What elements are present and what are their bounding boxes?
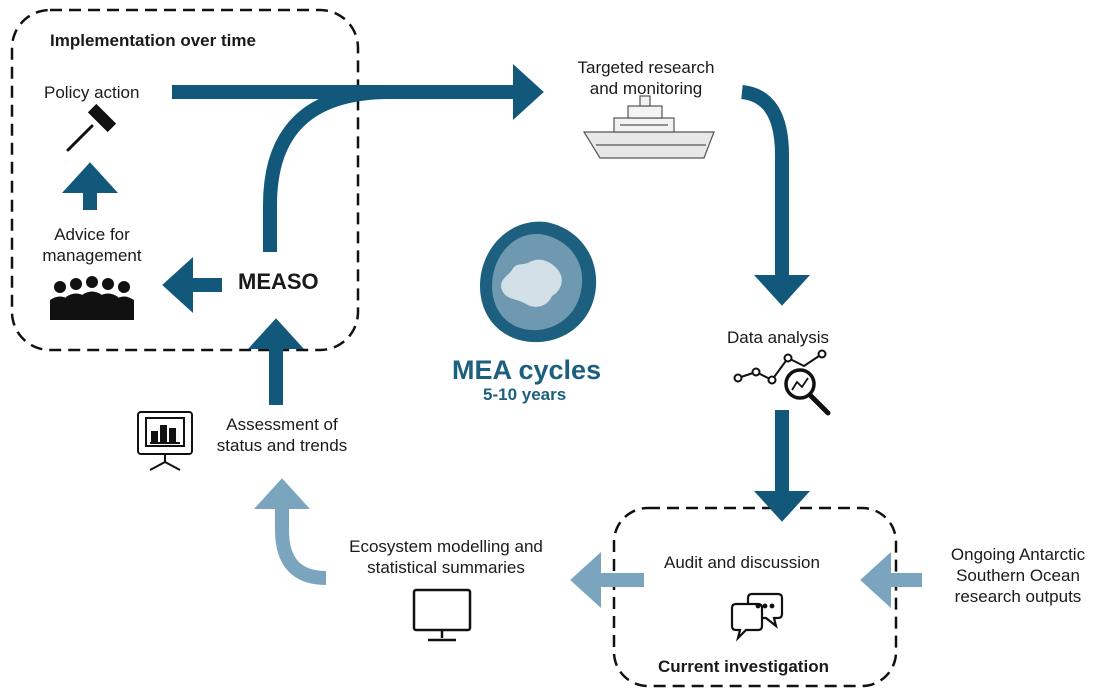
research-line1: Targeted research [577,58,715,77]
implementation-box [10,8,360,352]
research-label: Targeted research and monitoring [562,57,730,99]
computer-monitor-icon [412,588,472,642]
mea-cycles-title: MEA cycles [452,355,602,385]
people-icon [50,276,134,320]
advice-line2: management [42,246,142,265]
modelling-label: Ecosystem modelling and statistical summ… [330,536,562,578]
advice-line1: Advice for [54,225,130,244]
audit-label: Audit and discussion [664,553,820,572]
antarctica-map-icon [480,221,597,343]
assessment-label: Assessment of status and trends [204,414,360,456]
ongoing-line3: research outputs [954,587,1082,606]
research-line2: and monitoring [589,79,703,98]
arrow-measo-to-research [263,85,391,252]
data-analysis-label: Data analysis [727,328,830,347]
chat-bubbles-icon [730,592,784,642]
data-analysis-icon [733,349,831,416]
arrow-modelling-to-assessment [254,478,327,585]
ongoing-label: Ongoing Antarctic Southern Ocean researc… [940,544,1096,607]
assessment-line1: Assessment of [226,415,338,434]
ship-icon [582,95,715,159]
assessment-line2: status and trends [216,436,348,455]
modelling-line1: Ecosystem modelling and [349,537,543,556]
advice-label: Advice for management [30,224,154,266]
arrow-research-to-analysis [740,85,810,306]
investigation-box-title: Current investigation [658,657,829,676]
ongoing-line1: Ongoing Antarctic [950,545,1086,564]
mea-cycles-subtitle: 5-10 years [483,385,567,404]
implementation-box-title: Implementation over time [50,31,256,50]
measo-label: MEASO [238,269,319,294]
presentation-board-icon [137,411,193,471]
ongoing-line2: Southern Ocean [956,566,1080,585]
policy-action-label: Policy action [44,83,140,102]
modelling-line2: statistical summaries [367,558,525,577]
gavel-icon [66,103,117,152]
